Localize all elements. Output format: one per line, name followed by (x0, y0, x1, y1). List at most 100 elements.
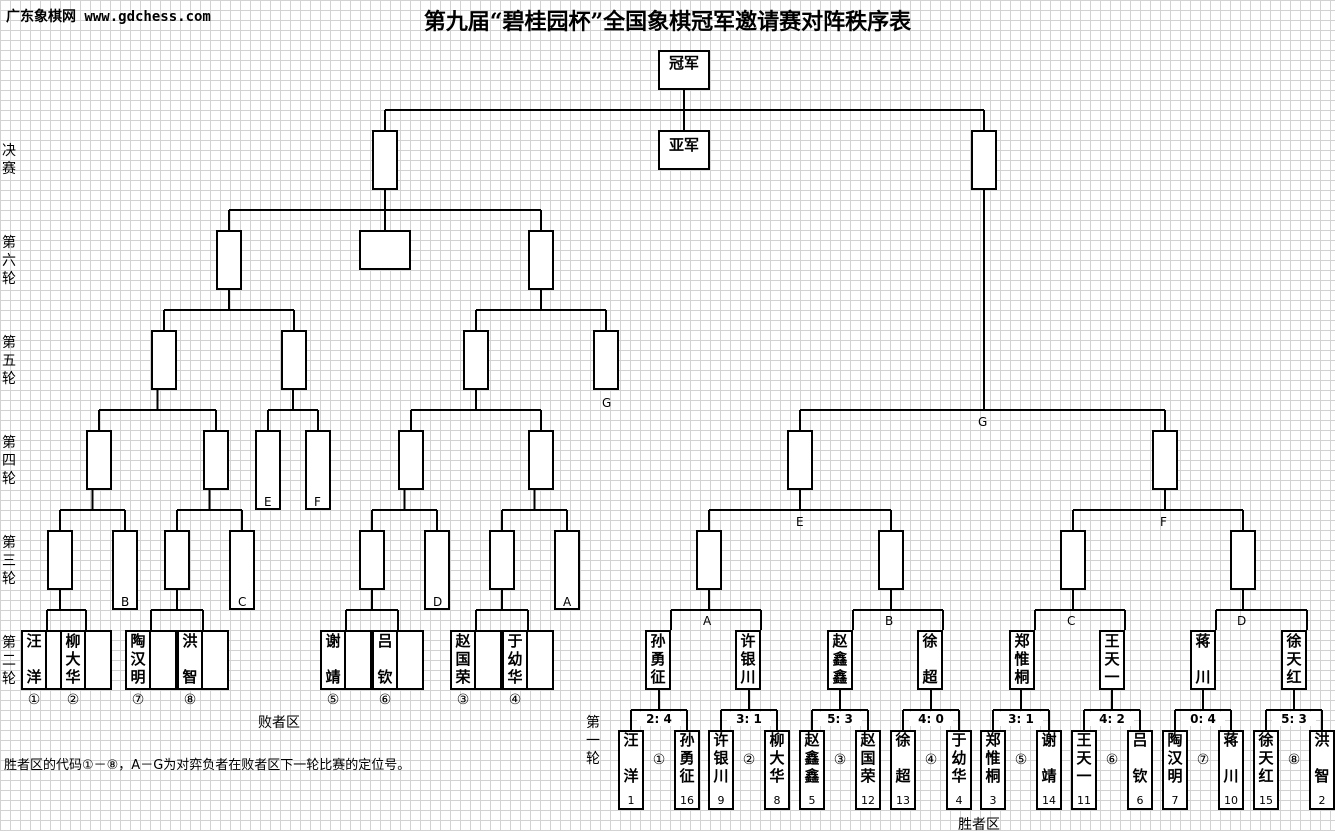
code-marker-g: G (602, 396, 612, 410)
round-label-r4: 第四轮 (2, 435, 16, 487)
r1-player-box-4-1 (890, 730, 916, 810)
r1-player-number-6-2: 6 (1136, 794, 1144, 807)
page-title: 第九届“碧桂园杯”全国象棋冠军邀请赛对阵秩序表 (423, 9, 912, 35)
r3-box-1 (47, 530, 73, 590)
r1-player-box-5-2 (1036, 730, 1062, 810)
match-seed-7: ⑦ (1196, 752, 1210, 768)
loser-r2-player-box-5 (320, 630, 346, 690)
r1-player-name-2-2: 柳 大 华 (769, 731, 785, 785)
match-seed-1: ① (652, 752, 666, 768)
r3-box-b (112, 530, 138, 610)
winner-r2-name-7: 蒋 川 (1195, 632, 1211, 686)
r1-player-number-3-1: 5 (808, 794, 816, 807)
loser-zone-label: 败者区 (258, 715, 300, 731)
wb-r4-box-1 (787, 430, 813, 490)
finalist-box-left (372, 130, 398, 190)
r1-player-number-7-1: 7 (1171, 794, 1179, 807)
wb-r3-box-3 (1060, 530, 1086, 590)
loser-r2-name-6: 吕 钦 (377, 632, 393, 686)
r1-player-number-5-1: 3 (989, 794, 997, 807)
r1-player-number-2-2: 8 (773, 794, 781, 807)
runner-up-box: 亚军 (658, 130, 710, 170)
match-score-3: 5: 3 (818, 712, 862, 726)
r1-player-box-8-1 (1253, 730, 1279, 810)
r1-player-name-6-1: 王 天 一 (1076, 731, 1092, 785)
finalist-box-right (971, 130, 997, 190)
champion-box: 冠军 (658, 50, 710, 90)
r1-player-name-2-1: 许 银 川 (713, 731, 729, 785)
match-score-5: 3: 1 (999, 712, 1043, 726)
r1-player-box-3-1 (799, 730, 825, 810)
loser-r2-seed-4: ⑧ (183, 692, 197, 708)
champion-label: 冠军 (668, 54, 699, 72)
r1-player-box-8-2 (1309, 730, 1335, 810)
r3-box-4 (489, 530, 515, 590)
r1-player-number-7-2: 10 (1224, 794, 1238, 807)
loser-r2-name-5: 谢 靖 (325, 632, 341, 686)
code-marker-d: D (1237, 614, 1247, 628)
r1-player-box-7-1 (1162, 730, 1188, 810)
r1-player-number-2-1: 9 (717, 794, 725, 807)
r5-box-2 (281, 330, 307, 390)
code-marker-e: E (796, 515, 804, 529)
code-marker-c: C (238, 595, 247, 609)
wb-r3-box-4 (1230, 530, 1256, 590)
winner-r2-box-8 (1281, 630, 1307, 690)
loser-r2-player-box-8 (502, 630, 528, 690)
loser-r2-name-1: 汪 洋 (26, 632, 42, 686)
loser-r2-player-box-2 (60, 630, 86, 690)
r5-box-1 (151, 330, 177, 390)
loser-r2-seed-1: ① (27, 692, 41, 708)
match-seed-3: ③ (833, 752, 847, 768)
r1-player-number-1-2: 16 (680, 794, 694, 807)
round-label-final: 决赛 (2, 143, 16, 177)
loser-r2-seed-8: ④ (508, 692, 522, 708)
winner-r2-name-1: 孙 勇 征 (650, 632, 666, 686)
winner-r2-box-2 (735, 630, 761, 690)
r1-player-number-5-2: 14 (1042, 794, 1056, 807)
round-label-r3: 第三轮 (2, 535, 16, 587)
round-label-r2: 第二轮 (2, 635, 16, 687)
r1-player-number-1-1: 1 (627, 794, 635, 807)
round-label-r1: 第一轮 (586, 715, 600, 767)
round-label-r6: 第六轮 (2, 235, 16, 287)
winner-r2-box-4 (917, 630, 943, 690)
loser-r2-name-4: 洪 智 (182, 632, 198, 686)
match-seed-8: ⑧ (1287, 752, 1301, 768)
wb-r3-box-2 (878, 530, 904, 590)
loser-r2-seed-3: ⑦ (131, 692, 145, 708)
r1-player-box-1-1 (618, 730, 644, 810)
r1-player-name-8-1: 徐 天 红 (1258, 731, 1274, 785)
loser-r2-name-2: 柳 大 华 (65, 632, 81, 686)
r5-box-3 (463, 330, 489, 390)
match-score-7: 0: 4 (1181, 712, 1225, 726)
wb-r3-box-1 (696, 530, 722, 590)
r4-box-4 (528, 430, 554, 490)
round-label-r5: 第五轮 (2, 335, 16, 387)
r1-player-number-8-2: 2 (1318, 794, 1326, 807)
r1-player-box-3-2 (855, 730, 881, 810)
r1-player-box-6-1 (1071, 730, 1097, 810)
winner-r2-box-6 (1099, 630, 1125, 690)
loser-r2-seed-6: ⑥ (378, 692, 392, 708)
match-seed-2: ② (742, 752, 756, 768)
winner-r2-name-4: 徐 超 (922, 632, 938, 686)
code-marker-f: F (314, 495, 321, 509)
r1-player-box-2-2 (764, 730, 790, 810)
code-marker-f: F (1160, 515, 1167, 529)
match-seed-4: ④ (924, 752, 938, 768)
loser-r2-player-box-7 (450, 630, 476, 690)
r4-box-3 (398, 430, 424, 490)
r1-player-name-8-2: 洪 智 (1314, 731, 1330, 785)
r3-box-c (229, 530, 255, 610)
match-score-4: 4: 0 (909, 712, 953, 726)
runner-up-label: 亚军 (668, 136, 699, 154)
loser-r2-player-box-3 (125, 630, 151, 690)
r1-player-box-5-1 (980, 730, 1006, 810)
winner-r2-box-7 (1190, 630, 1216, 690)
winner-r2-box-5 (1009, 630, 1035, 690)
r1-player-name-7-1: 陶 汉 明 (1167, 731, 1183, 785)
loser-r2-name-7: 赵 国 荣 (455, 632, 471, 686)
r6-box-2 (528, 230, 554, 290)
